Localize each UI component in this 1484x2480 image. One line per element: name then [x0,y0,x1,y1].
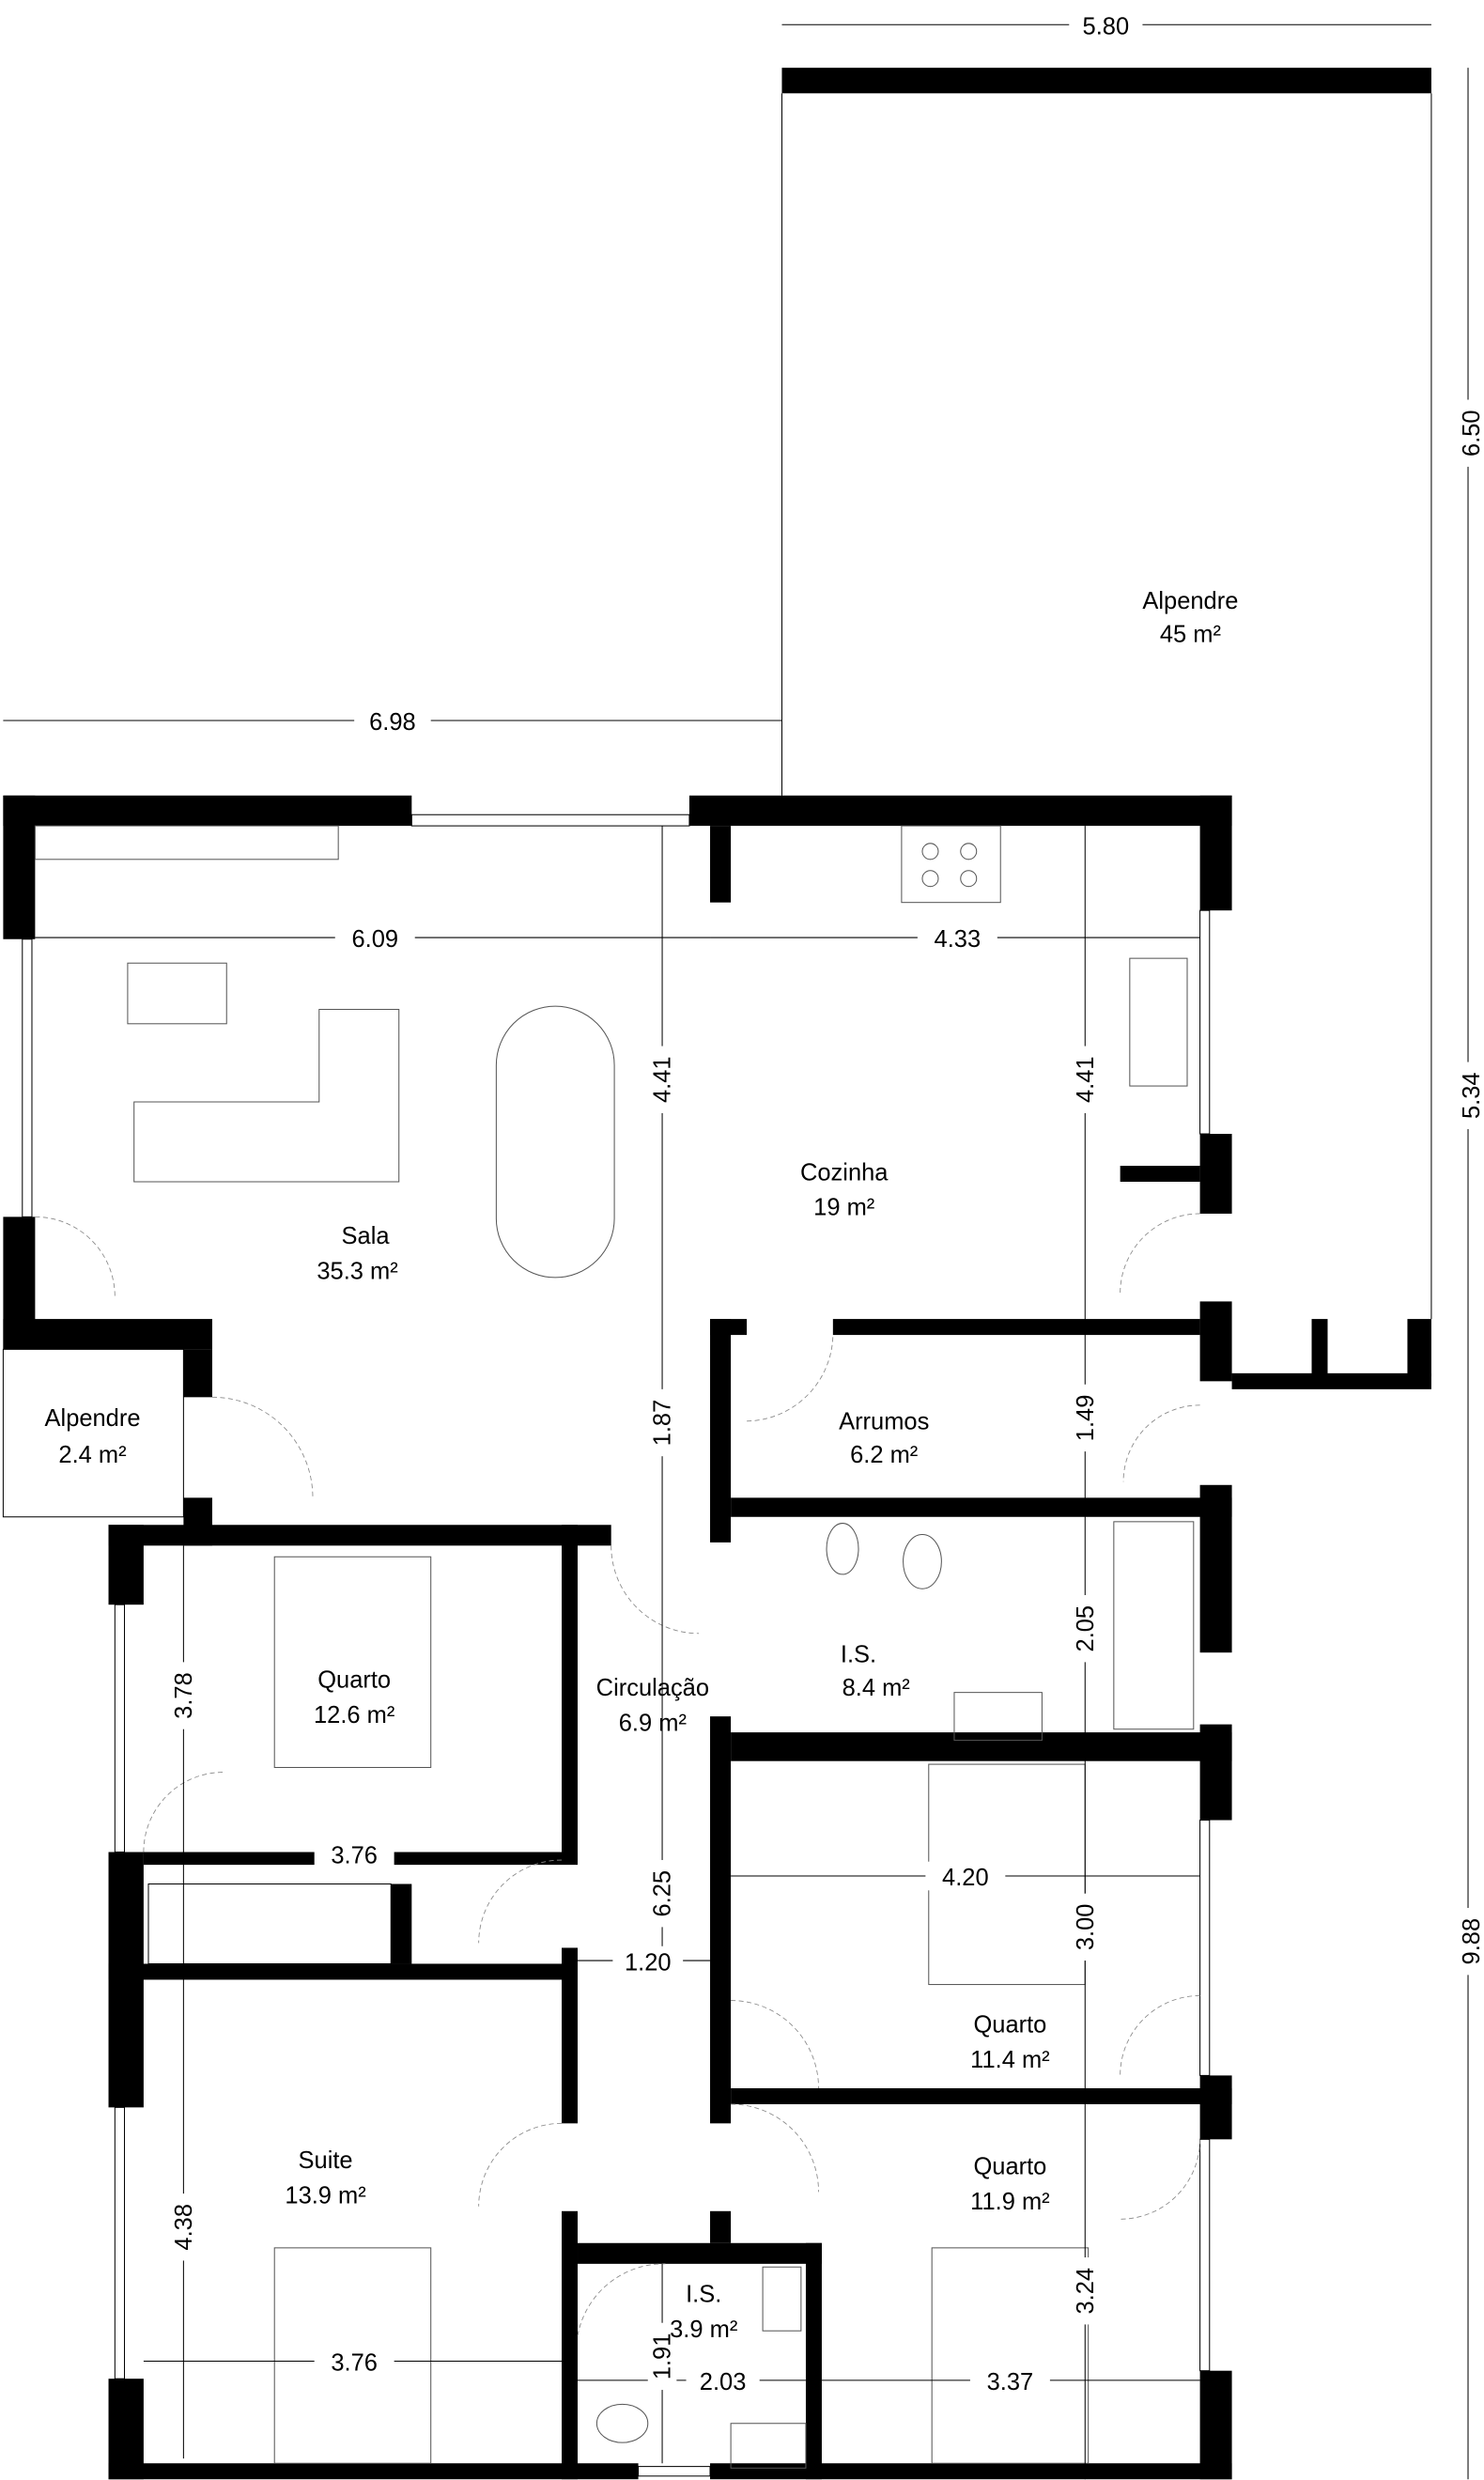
room-area-quarto2: 11.4 m² [970,2047,1049,2073]
doors [35,1213,1201,2336]
room-labels: Alpendre 45 m² Sala 35.3 m² Cozinha 19 m… [45,588,1239,2343]
dim-quarto1-width: 3.76 [331,1842,378,1868]
furniture [34,825,1195,2469]
dim-right-upper: 5.34 [1459,1072,1484,1119]
room-name-circulacao: Circulação [596,1675,709,1701]
dim-is2-width: 2.03 [700,2369,747,2395]
dimension-lines [3,23,1469,2480]
room-area-quarto3: 11.9 m² [970,2189,1049,2215]
dim-quarto3-depth: 3.24 [1073,2268,1099,2315]
room-name-sala: Sala [342,1223,391,1249]
dim-quarto3-width: 3.37 [987,2369,1034,2395]
room-area-is: 8.4 m² [842,1675,910,1701]
dim-kitchen-depth: 4.41 [1073,1056,1099,1103]
room-area-sala: 35.3 m² [317,1259,397,1285]
room-area-cozinha: 19 m² [813,1195,874,1221]
dim-sala-width: 6.09 [351,926,398,953]
room-name-quarto1: Quarto [317,1667,391,1694]
dim-sala-lower: 1.87 [650,1400,676,1447]
porch-outline [781,68,1432,1389]
room-area-suite: 13.9 m² [285,2182,365,2209]
room-area-alpendre-main: 45 m² [1160,622,1221,648]
dim-circ-width: 1.20 [625,1949,672,1976]
dim-right-lower: 9.88 [1459,1918,1484,1965]
dimension-labels: 5.80 6.50 6.98 5.34 9.88 6.09 4.33 4.41 … [169,9,1484,2395]
room-area-is2: 3.9 m² [670,2317,737,2343]
room-name-cozinha: Cozinha [800,1159,889,1186]
dim-porch-width: 5.80 [1083,13,1130,39]
room-name-quarto3: Quarto [973,2154,1046,2180]
room-area-quarto1: 12.6 m² [314,1702,394,1728]
room-name-alpendre-small: Alpendre [45,1405,141,1432]
dim-arrumos-depth: 1.49 [1073,1395,1099,1442]
dim-left-offset: 6.98 [369,709,416,736]
dim-sala-depth: 4.41 [650,1056,676,1103]
room-name-is: I.S. [841,1641,876,1667]
dim-kitchen-width: 4.33 [935,926,982,953]
dim-circ-length: 6.25 [650,1870,676,1917]
dim-quarto1-depth: 3.78 [171,1672,197,1719]
room-area-alpendre-small: 2.4 m² [58,1442,126,1468]
room-name-alpendre-main: Alpendre [1142,588,1238,614]
dim-is-depth: 2.05 [1073,1605,1099,1652]
dim-suite-depth: 4.38 [171,2204,197,2251]
dim-quarto2-depth: 3.00 [1073,1904,1099,1951]
dim-porch-depth: 6.50 [1459,410,1484,457]
dim-is2-depth: 1.91 [650,2333,676,2380]
room-name-suite: Suite [299,2147,353,2174]
room-area-circulacao: 6.9 m² [619,1710,687,1736]
room-name-is2: I.S. [686,2282,721,2308]
room-name-quarto2: Quarto [973,2012,1046,2038]
room-name-arrumos: Arrumos [839,1408,929,1434]
dim-quarto2-width: 4.20 [942,1865,989,1891]
walls [2,795,1232,2480]
room-area-arrumos: 6.2 m² [850,1442,918,1468]
dim-suite-width: 3.76 [331,2350,378,2377]
